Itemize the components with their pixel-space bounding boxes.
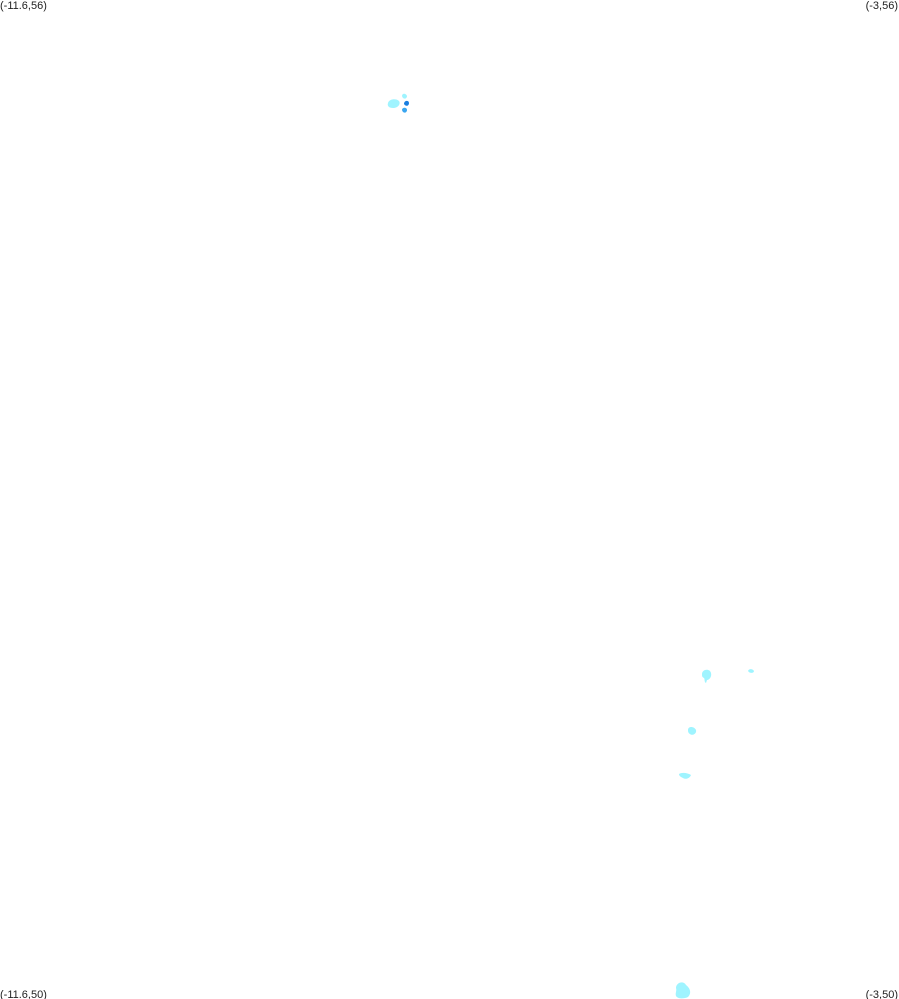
corner-label-bottom-right: (-3,50) [865, 989, 898, 999]
island-south-a [702, 669, 712, 683]
island-north-medium [402, 107, 407, 113]
island-north-left [387, 99, 400, 108]
corner-label-bottom-left: (-11.6,50) [0, 989, 47, 999]
island-north-top [402, 93, 407, 99]
corner-label-top-right: (-3,56) [865, 0, 898, 12]
island-north-dark [404, 100, 409, 106]
corner-label-top-left: (-11.6,56) [0, 0, 47, 12]
island-south-d [679, 772, 691, 779]
island-south-b [748, 669, 754, 673]
island-group-south [675, 669, 754, 999]
island-south-e [675, 982, 691, 999]
island-cluster-north [387, 93, 409, 113]
island-south-c [688, 727, 697, 735]
